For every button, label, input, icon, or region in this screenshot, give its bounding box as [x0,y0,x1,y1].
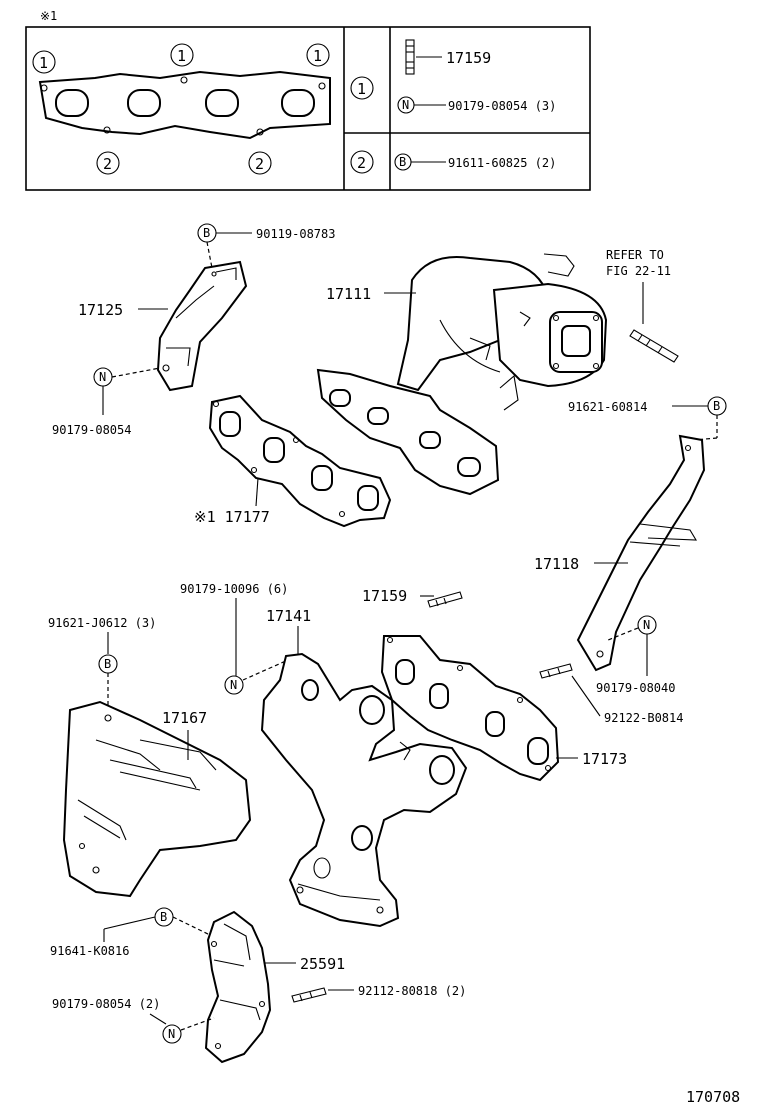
label-90179-08054-2: 90179-08054 (2) [52,997,160,1011]
nut-badge-icon: N [224,675,244,695]
inset-circle-1-left: 1 [32,50,56,74]
upper-heat-insulator-17125 [156,260,248,392]
nut-badge-icon: N [162,1024,182,1044]
svg-text:N: N [402,98,409,112]
manifold-stay-bracket-17118 [576,434,706,672]
svg-text:1: 1 [313,47,322,65]
svg-text:1: 1 [39,54,48,72]
label-25591: 25591 [300,955,345,973]
svg-text:N: N [230,678,237,692]
label-90179-08040: 90179-08040 [596,681,675,695]
svg-text:B: B [399,155,406,169]
label-17111: 17111 [326,285,371,303]
table-key-1: 1 [350,76,374,100]
svg-text:B: B [104,657,111,671]
inset-circle-1-right: 1 [306,43,330,67]
label-17177: ※1 17177 [194,508,270,526]
label-17118: 17118 [534,555,579,573]
stud-icon [405,39,442,75]
svg-text:N: N [168,1027,175,1041]
label-17141: 17141 [266,607,311,625]
label-91641-k0816: 91641-K0816 [50,944,129,958]
table-row1-item2: 90179-08054 (3) [448,99,556,113]
bolt-badge-icon: B [197,223,217,243]
heat-insulator-25591 [204,910,272,1064]
inset-circle-1-center: 1 [170,43,194,67]
stud-icon [427,591,463,608]
label-92112-80818: 92112-80818 (2) [358,984,466,998]
table-row2-item1: 91611-60825 (2) [448,156,556,170]
turbo-exhaust-manifold-17111 [316,253,608,496]
svg-text:1: 1 [357,80,366,98]
inset-marker: ※1 [40,9,57,23]
lower-heat-insulator-17167 [62,700,252,898]
stud-icon [629,329,679,363]
nut-badge-icon: N [397,96,446,114]
svg-text:B: B [203,226,210,240]
svg-text:2: 2 [357,154,366,172]
label-17125: 17125 [78,301,123,319]
stud-icon [291,987,327,1003]
exhaust-manifold-gasket-17173 [380,635,560,782]
bolt-badge-icon: B [707,396,727,416]
svg-text:2: 2 [255,155,264,173]
svg-text:N: N [99,370,106,384]
table-key-2: 2 [350,150,374,174]
nut-badge-icon: N [637,615,657,635]
label-refer-to: REFER TO [606,248,664,262]
inset-frame [25,26,591,191]
label-17167: 17167 [162,709,207,727]
label-fig-22-11: FIG 22-11 [606,264,671,278]
svg-text:N: N [643,618,650,632]
inset-circle-2-right: 2 [248,151,272,175]
label-17159: 17159 [362,587,407,605]
figure-number: 170708 [686,1088,740,1106]
inset-gasket [38,70,331,140]
label-92122-b0814: 92122-B0814 [604,711,683,725]
label-90119-08783: 90119-08783 [256,227,335,241]
exhaust-manifold-17141 [260,652,468,928]
nut-badge-icon: N [93,367,113,387]
svg-text:2: 2 [103,155,112,173]
exhaust-manifold-gasket-17177 [208,394,392,528]
label-90179-08054: 90179-08054 [52,423,131,437]
svg-text:B: B [713,399,720,413]
label-91621-60814: 91621-60814 [568,400,647,414]
label-17173: 17173 [582,750,627,768]
stud-icon [539,663,573,679]
inset-circle-2-left: 2 [96,151,120,175]
svg-text:1: 1 [177,47,186,65]
bolt-badge-icon: B [154,907,174,927]
label-91621-j0612: 91621-J0612 (3) [48,616,156,630]
bolt-badge-icon: B [98,654,118,674]
bolt-badge-icon: B [394,153,446,171]
svg-text:B: B [160,910,167,924]
label-90179-10096: 90179-10096 (6) [180,582,288,596]
table-row1-item1: 17159 [446,49,491,67]
